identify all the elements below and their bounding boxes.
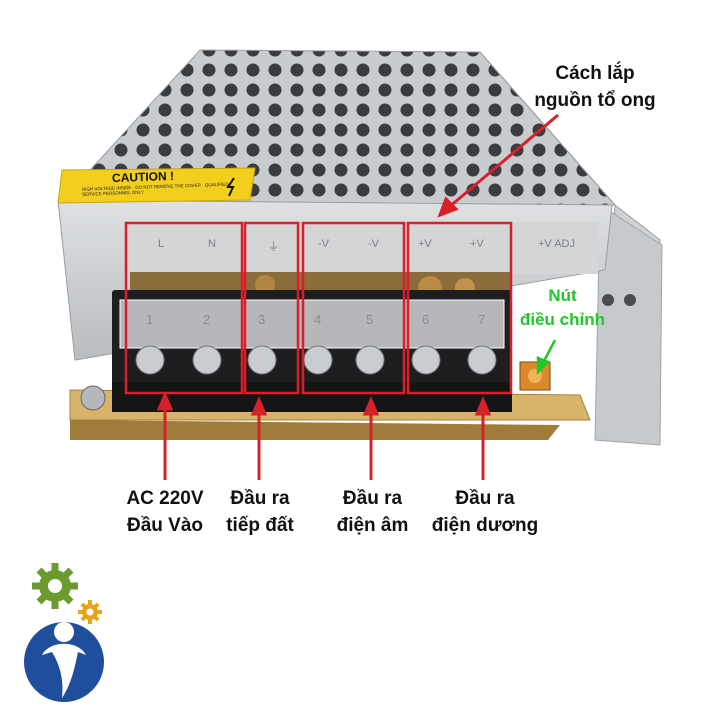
marking-pos-2: +V [470,238,484,250]
terminal-number-6: 6 [422,312,430,327]
highlight-ac-input [124,221,244,395]
ground-output-annotation: Đầu ra tiếp đất [226,488,294,536]
marking-neg-1: -V [318,238,329,250]
highlight-negative [301,221,406,395]
marking-n: N [208,238,216,250]
marking-adj: +V ADJ [538,238,575,250]
gear-icon-green [32,563,78,609]
highlight-ground [243,221,300,395]
marking-ground: ⏚ [268,241,279,253]
adjust-knob-annotation: Nút điều chỉnh [520,286,605,329]
positive-output-annotation: Đầu ra điện dương [431,488,539,536]
housing-annotation: Cách lắp nguồn tổ ong [534,63,656,111]
terminal-number-4: 4 [314,312,322,327]
person-icon [24,622,104,702]
marking-neg-2: -V [368,238,379,250]
negative-output-annotation: Đầu ra điện âm [336,488,409,536]
terminal-number-5: 5 [366,312,374,327]
marking-l: L [158,238,165,250]
terminal-number-3: 3 [258,312,266,327]
caution-label [57,167,256,204]
terminal-number-7: 7 [478,312,486,327]
marking-pos-1: +V [418,238,432,250]
terminal-markings: L N ⏚ -V -V +V +V +V ADJ [128,238,598,260]
mounting-screw [80,385,106,411]
terminal-number-2: 2 [203,312,211,327]
terminal-number-1: 1 [146,312,154,327]
terminal-numbers: 1 2 3 4 5 6 7 [120,312,504,332]
brand-logo [20,560,120,710]
gear-icon-orange [78,600,102,624]
highlight-positive [406,221,513,395]
ac-input-annotation: AC 220V Đầu Vào [126,488,204,536]
terminal-screws [135,345,497,375]
caution-title: CAUTION ! [111,168,175,186]
